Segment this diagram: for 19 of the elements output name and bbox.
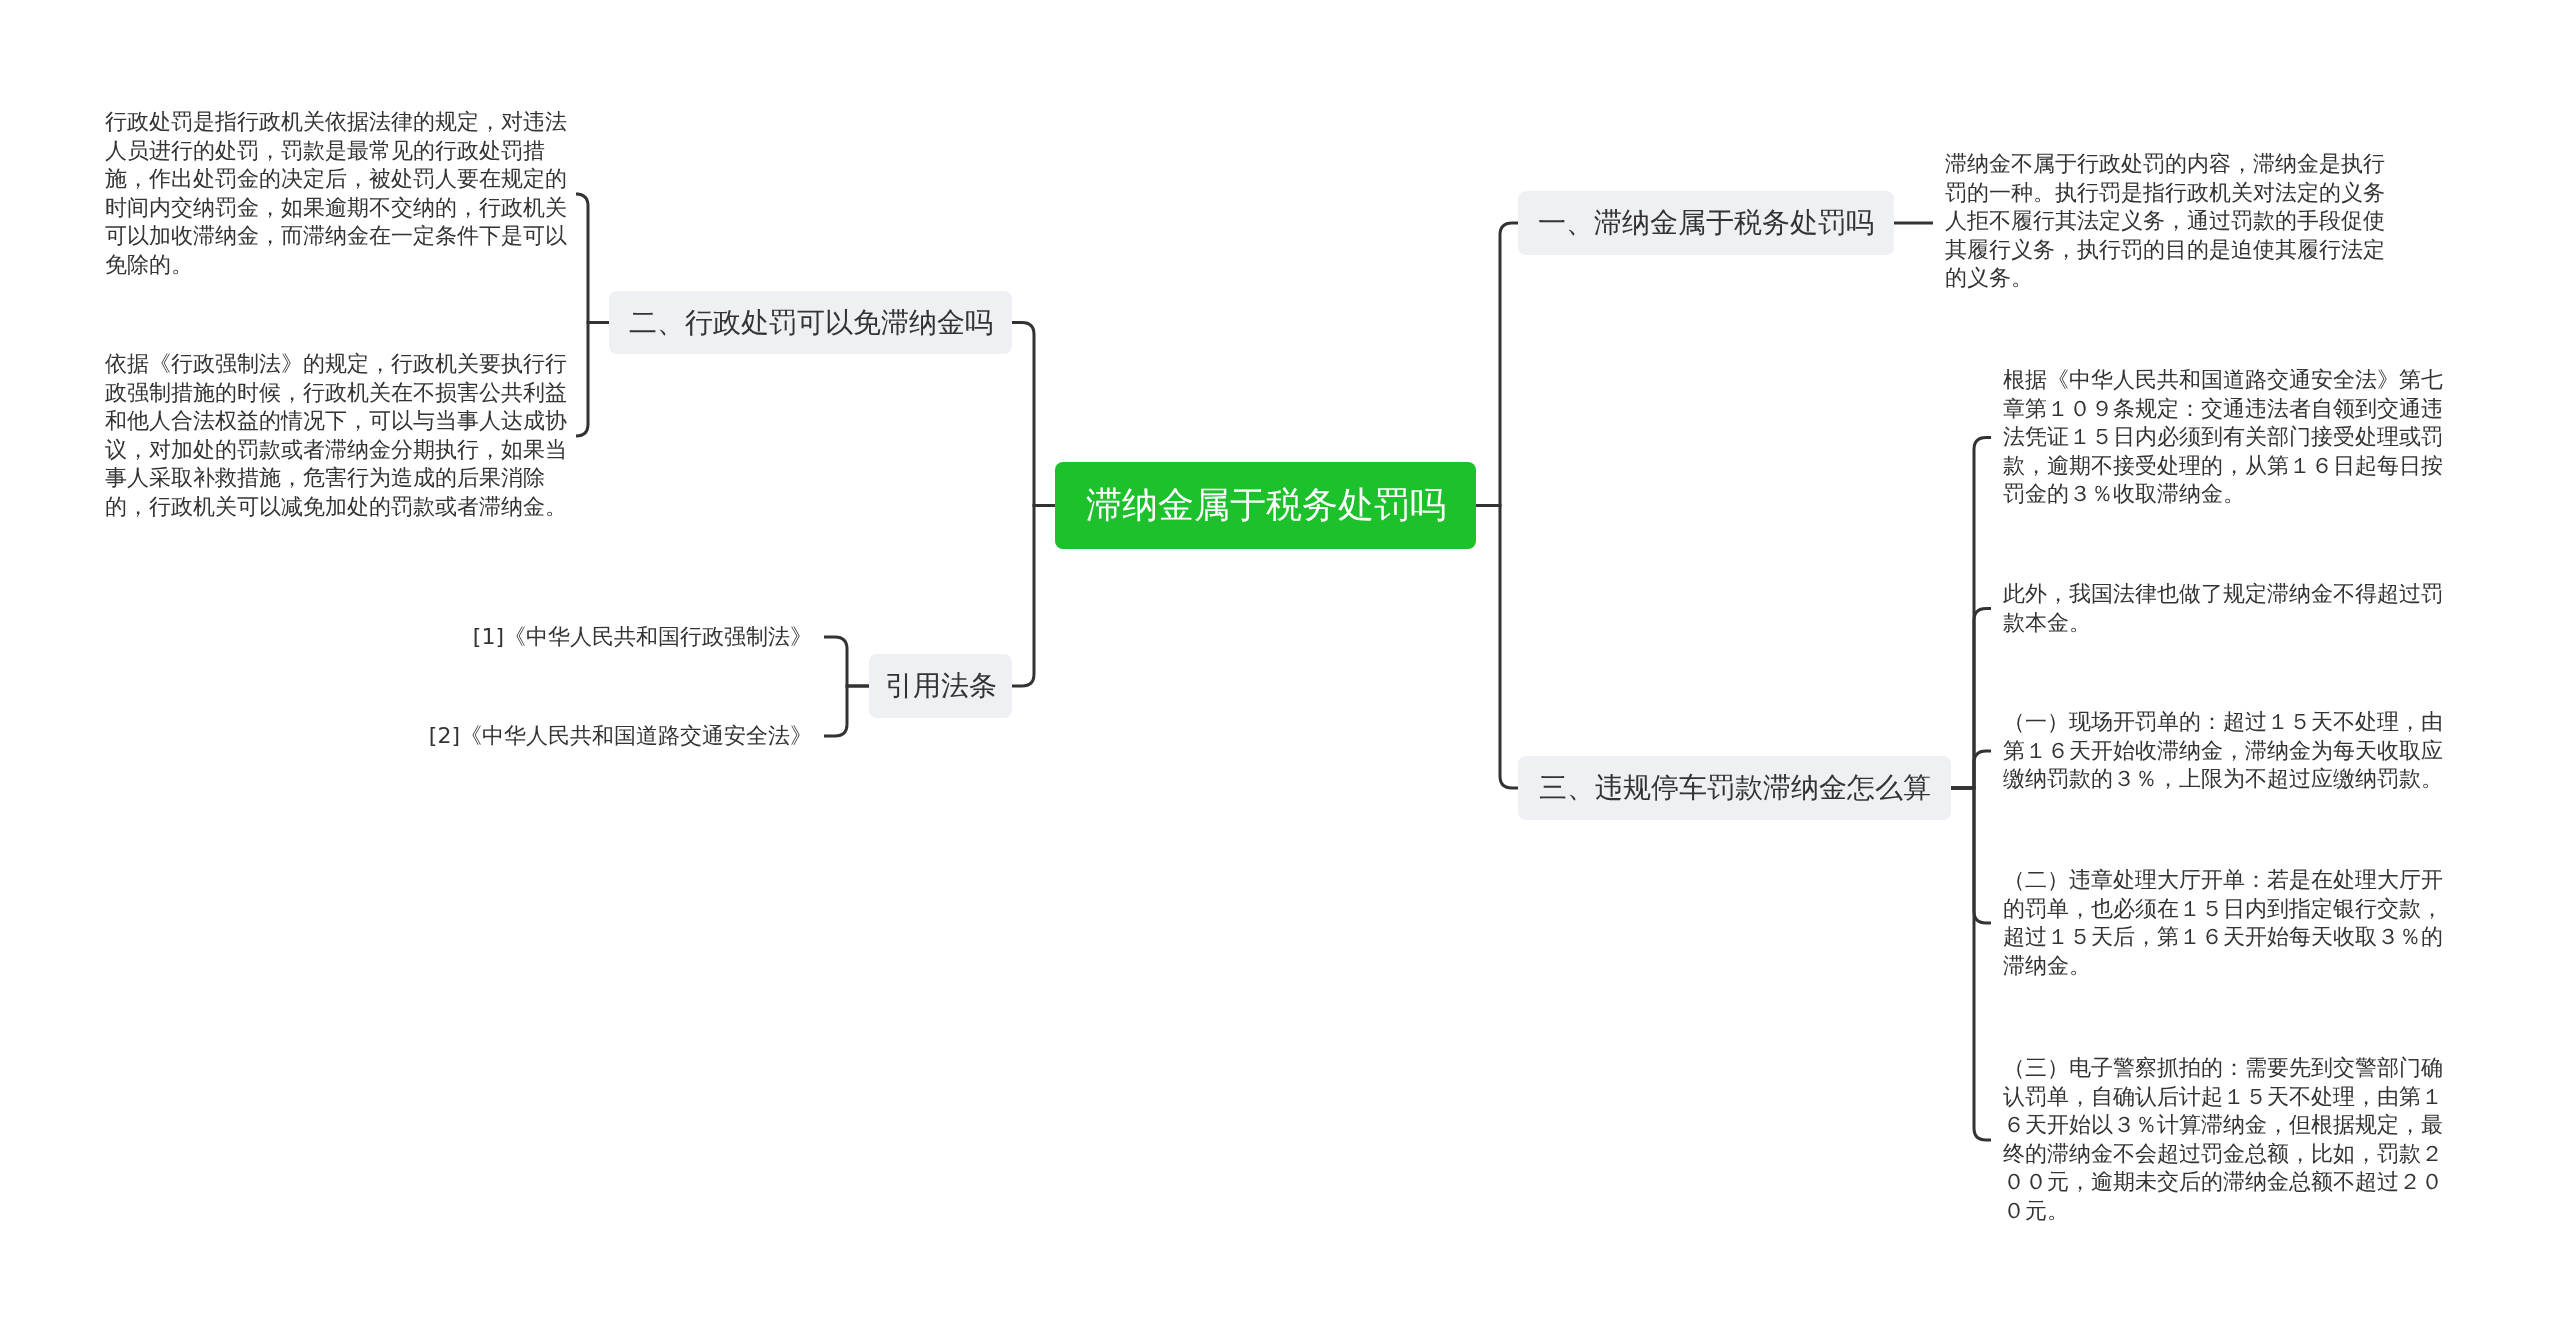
note-text: 此外，我国法律也做了规定滞纳金不得超过罚款本金。 — [2003, 580, 2463, 638]
topic-box: 一、滞纳金属于税务处罚吗 — [1518, 191, 1894, 255]
note-text: （二）违章处理大厅开单：若是在处理大厅开的罚单，也必须在１５日内到指定银行交款，超过１５天后，第１６天开始每天收取３％的滞纳金。 — [2003, 866, 2463, 981]
central-topic-box: 滞纳金属于税务处罚吗 — [1055, 462, 1476, 549]
note-text: 依据《行政强制法》的规定，行政机关要执行行政强制措施的时候，行政机关在不损害公共利益和他人合法权益的情况下，可以与当事人达成协议，对加处的罚款或者滞纳金分期执行，如果当事人采取补救措施，危害行为造成的后果消除的，行政机关可以减免加处的罚款或者滞纳金。 — [105, 350, 567, 522]
note-text: （一）现场开罚单的：超过１５天不处理，由第１６天开始收滞纳金，滞纳金为每天收取应缴纳罚款的３％，上限为不超过应缴纳罚款。 — [2003, 708, 2463, 794]
topic-box: 三、违规停车罚款滞纳金怎么算 — [1518, 756, 1951, 820]
citation-text: [2]《中华人民共和国道路交通安全法》 — [428, 721, 812, 751]
citation-text: [1]《中华人民共和国行政强制法》 — [472, 622, 812, 652]
connector-line — [1012, 504, 1055, 688]
note-text: （三）电子警察抓拍的：需要先到交警部门确认罚单，自确认后计起１５天不处理，由第１６天开始以３％计算滞纳金，但根据规定，最终的滞纳金不会超过罚金总额，比如，罚款２００元，逾期未交后的滞纳金总额不超过２００元。 — [2003, 1054, 2463, 1226]
connector-line — [1894, 221, 1933, 225]
topic-box: 引用法条 — [869, 654, 1012, 718]
topic-box: 二、行政处罚可以免滞纳金吗 — [609, 291, 1012, 354]
connector-line — [824, 684, 869, 738]
note-text: 根据《中华人民共和国道路交通安全法》第七章第１０９条规定：交通违法者自领到交通违法凭证１５日内必须到有关部门接受处理或罚款，逾期不接受处理的，从第１６日起每日按罚金的３％收取滞纳金。 — [2003, 366, 2463, 509]
note-text: 行政处罚是指行政机关依据法律的规定，对违法人员进行的处罚，罚款是最常见的行政处罚措施，作出处罚金的决定后，被处罚人要在规定的时间内交纳罚金，如果逾期不交纳的，行政机关可以加收滞纳金，而滞纳金在一定条件下是可以免除的。 — [105, 108, 567, 280]
connector-line — [574, 321, 609, 438]
note-text: 滞纳金不属于行政处罚的内容，滞纳金是执行罚的一种。执行罚是指行政机关对法定的义务人拒不履行其法定义务，通过罚款的手段促使其履行义务，执行罚的目的是迫使其履行法定的义务。 — [1945, 150, 2405, 293]
